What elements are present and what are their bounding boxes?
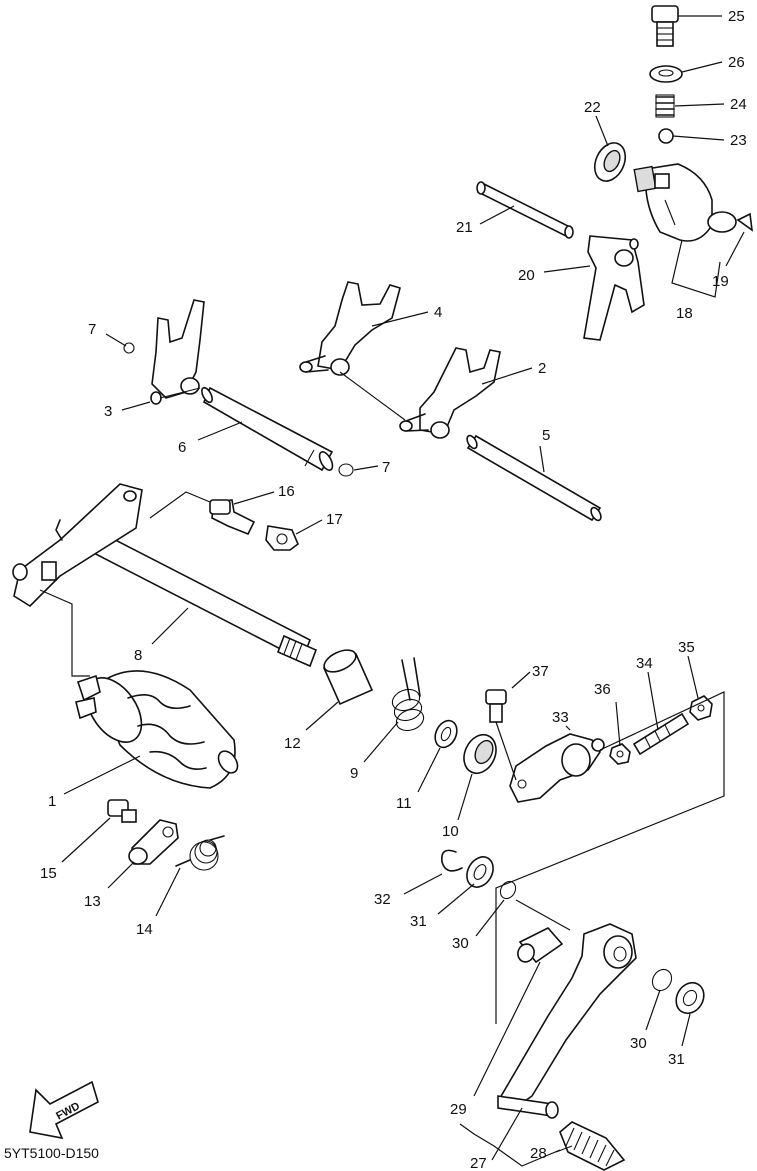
part-7-circlip-a — [123, 342, 135, 354]
part-13-stopper-lever — [128, 819, 179, 865]
part-10-oil-seal — [463, 733, 497, 775]
callout-4: 4 — [434, 304, 442, 321]
callout-32: 32 — [374, 891, 391, 908]
part-26-washer — [649, 65, 683, 83]
callout-21: 21 — [456, 219, 473, 236]
callout-7b: 7 — [382, 459, 390, 476]
callout-28: 28 — [530, 1145, 547, 1162]
part-30-o-ring-b — [651, 968, 673, 992]
part-6-guide-bar — [201, 386, 334, 472]
callout-31a: 31 — [410, 913, 427, 930]
part-32-circlip — [440, 849, 463, 872]
callout-16: 16 — [278, 483, 295, 500]
callout-11: 11 — [396, 795, 412, 812]
part-17-lock-washer — [265, 525, 299, 551]
part-33-shift-arm — [509, 733, 605, 803]
callout-17: 17 — [326, 511, 343, 528]
callout-29: 29 — [450, 1101, 467, 1118]
callout-6: 6 — [178, 439, 186, 456]
part-31-washer-b — [675, 981, 705, 1015]
callout-24: 24 — [730, 96, 747, 113]
callout-37: 37 — [532, 663, 549, 680]
callout-31b: 31 — [668, 1051, 685, 1068]
part-15-bolt — [107, 799, 137, 823]
diagram-code: 5YT5100-D150 — [4, 1145, 99, 1161]
part-34-adjuster-bolt — [632, 712, 690, 756]
part-30-o-ring-a — [499, 880, 517, 900]
part-1-shift-drum — [75, 670, 239, 789]
part-14-spring — [175, 835, 225, 871]
callout-3: 3 — [104, 403, 112, 420]
part-24-spring — [655, 94, 675, 118]
part-11-washer — [434, 719, 458, 749]
callout-22: 22 — [584, 99, 601, 116]
part-12-collar — [322, 649, 374, 706]
part-5-guide-bar — [466, 434, 602, 522]
callout-20: 20 — [518, 267, 535, 284]
callout-1: 1 — [48, 793, 56, 810]
callout-15: 15 — [40, 865, 57, 882]
part-8-shift-shaft — [12, 483, 318, 668]
part-37-bolt — [485, 689, 507, 723]
callout-10: 10 — [442, 823, 459, 840]
part-4-shift-fork — [299, 281, 401, 376]
part-29-shift-pedal — [497, 923, 637, 1119]
callout-5: 5 — [542, 427, 550, 444]
callout-2: 2 — [538, 360, 546, 377]
callout-26: 26 — [728, 54, 745, 71]
part-23-ball — [658, 128, 674, 144]
part-36-nut — [609, 743, 631, 765]
part-18-segment — [633, 163, 737, 242]
callout-30b: 30 — [630, 1035, 647, 1052]
callout-19: 19 — [712, 273, 729, 290]
part-28-pedal-rubber — [559, 1121, 626, 1171]
callout-35: 35 — [678, 639, 695, 656]
callout-14: 14 — [136, 921, 153, 938]
callout-12: 12 — [284, 735, 301, 752]
callout-25: 25 — [728, 8, 745, 25]
part-35-nut — [689, 695, 713, 721]
callout-30a: 30 — [452, 935, 469, 952]
part-21-guide-bar — [476, 181, 574, 239]
callout-7a: 7 — [88, 321, 96, 338]
callout-33: 33 — [552, 709, 569, 726]
callout-36: 36 — [594, 681, 611, 698]
callout-23: 23 — [730, 132, 747, 149]
part-25-bolt — [651, 5, 679, 47]
callout-13: 13 — [84, 893, 101, 910]
callouts: 25 26 24 23 22 19 18 21 20 4 2 7 3 6 7 5… — [40, 8, 747, 1171]
part-20-shift-fork — [583, 235, 645, 341]
part-16-stopper — [209, 499, 256, 536]
callout-8: 8 — [134, 647, 142, 664]
part-3-shift-fork — [150, 299, 205, 405]
callout-18: 18 — [676, 305, 693, 322]
callout-9: 9 — [350, 765, 358, 782]
callout-34: 34 — [636, 655, 653, 672]
part-7-circlip-b — [338, 463, 354, 477]
callout-27: 27 — [470, 1155, 487, 1171]
part-19-pin — [736, 212, 754, 232]
part-31-washer-a — [466, 856, 494, 888]
fwd-arrow-icon: FWD — [29, 1080, 99, 1140]
part-9-spring — [391, 657, 425, 732]
part-22-oil-seal — [593, 142, 627, 182]
part-2-shift-fork — [399, 347, 501, 439]
